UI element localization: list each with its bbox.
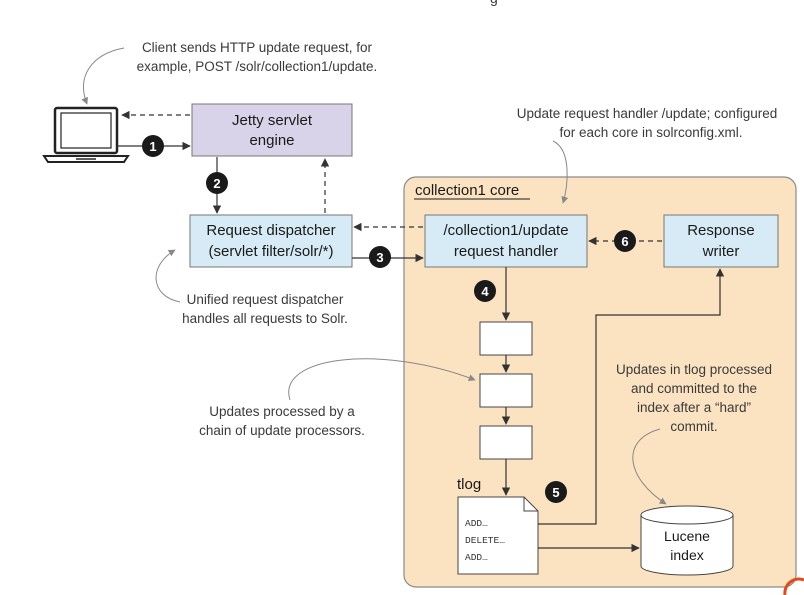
handler-line-1: /collection1/update [443, 222, 568, 239]
step-number: 1 [149, 139, 156, 154]
writer-line-2: writer [702, 243, 740, 260]
jetty-servlet-engine-box [191, 103, 353, 157]
update-processor-box [479, 425, 533, 460]
jetty-line-2: engine [249, 132, 294, 149]
tlog-commit-note-line-1: Updates in tlog processed [616, 362, 772, 377]
processors-note-line-1: Updates processed by a [209, 404, 355, 419]
dispatcher-line-1: Request dispatcher [206, 222, 335, 239]
tlog-commit-note-line-2: and committed to the [631, 381, 757, 396]
step-number: 5 [552, 485, 559, 500]
jetty-line-1: Jetty servlet [232, 112, 313, 129]
step-number: 2 [213, 176, 220, 191]
collection1-core-container [403, 176, 797, 588]
update-processor-box [479, 321, 533, 356]
step-badge-2: 2 [206, 172, 228, 194]
step-number: 6 [621, 234, 628, 249]
step-badge-6: 6 [614, 230, 636, 252]
leader-dispatcher-note [155, 249, 181, 303]
laptop-icon [42, 106, 130, 163]
lucene-line-1: Lucene [664, 528, 710, 544]
top-fragment: g [490, 0, 498, 6]
processors-note-line-2: chain of update processors. [199, 423, 365, 438]
dispatcher-note-line-2: handles all requests to Solr. [182, 311, 348, 326]
tlog-line-1: ADD… [465, 518, 488, 529]
leader-processors-note [288, 358, 476, 401]
handler-config-note-line-2: for each core in solrconfig.xml. [559, 125, 742, 140]
dispatcher-line-2: (servlet filter/solr/*) [208, 243, 333, 260]
database-cylinder-icon [640, 505, 734, 576]
leader-tlog-commit-note [632, 428, 667, 505]
tlog-line-3: ADD… [465, 552, 488, 563]
core-label: collection1 core [415, 182, 519, 199]
arrow-tlog-to-writer [538, 268, 725, 525]
response-writer-box [663, 214, 779, 268]
corner-logo-fragment [783, 577, 804, 595]
step-number: 4 [481, 284, 489, 299]
tlog-line-2: DELETE… [465, 535, 505, 546]
writer-line-1: Response [687, 222, 755, 239]
step-badge-1: 1 [142, 135, 164, 157]
update-processor-box [479, 373, 533, 408]
step-number: 3 [376, 250, 383, 265]
lucene-line-2: index [670, 547, 703, 563]
leader-handler-config-note [552, 140, 569, 204]
document-icon [457, 496, 539, 575]
tlog-commit-note-line-4: commit. [670, 419, 717, 434]
update-request-handler-box [424, 214, 588, 268]
request-dispatcher-box [189, 214, 353, 268]
handler-line-2: request handler [454, 243, 558, 260]
step-badge-5: 5 [545, 481, 567, 503]
step-badge-3: 3 [369, 246, 391, 268]
handler-config-note-line-1: Update request handler /update; configur… [517, 106, 777, 121]
tlog-label: tlog [457, 476, 481, 493]
leader-client-note [81, 47, 125, 105]
step-badge-4: 4 [474, 280, 496, 302]
client-note-line-2: example, POST /solr/collection1/update. [137, 59, 378, 74]
tlog-commit-note-line-3: index after a “hard” [637, 400, 751, 415]
client-note-line-1: Client sends HTTP update request, for [142, 40, 373, 55]
dispatcher-note-line-1: Unified request dispatcher [187, 292, 344, 307]
